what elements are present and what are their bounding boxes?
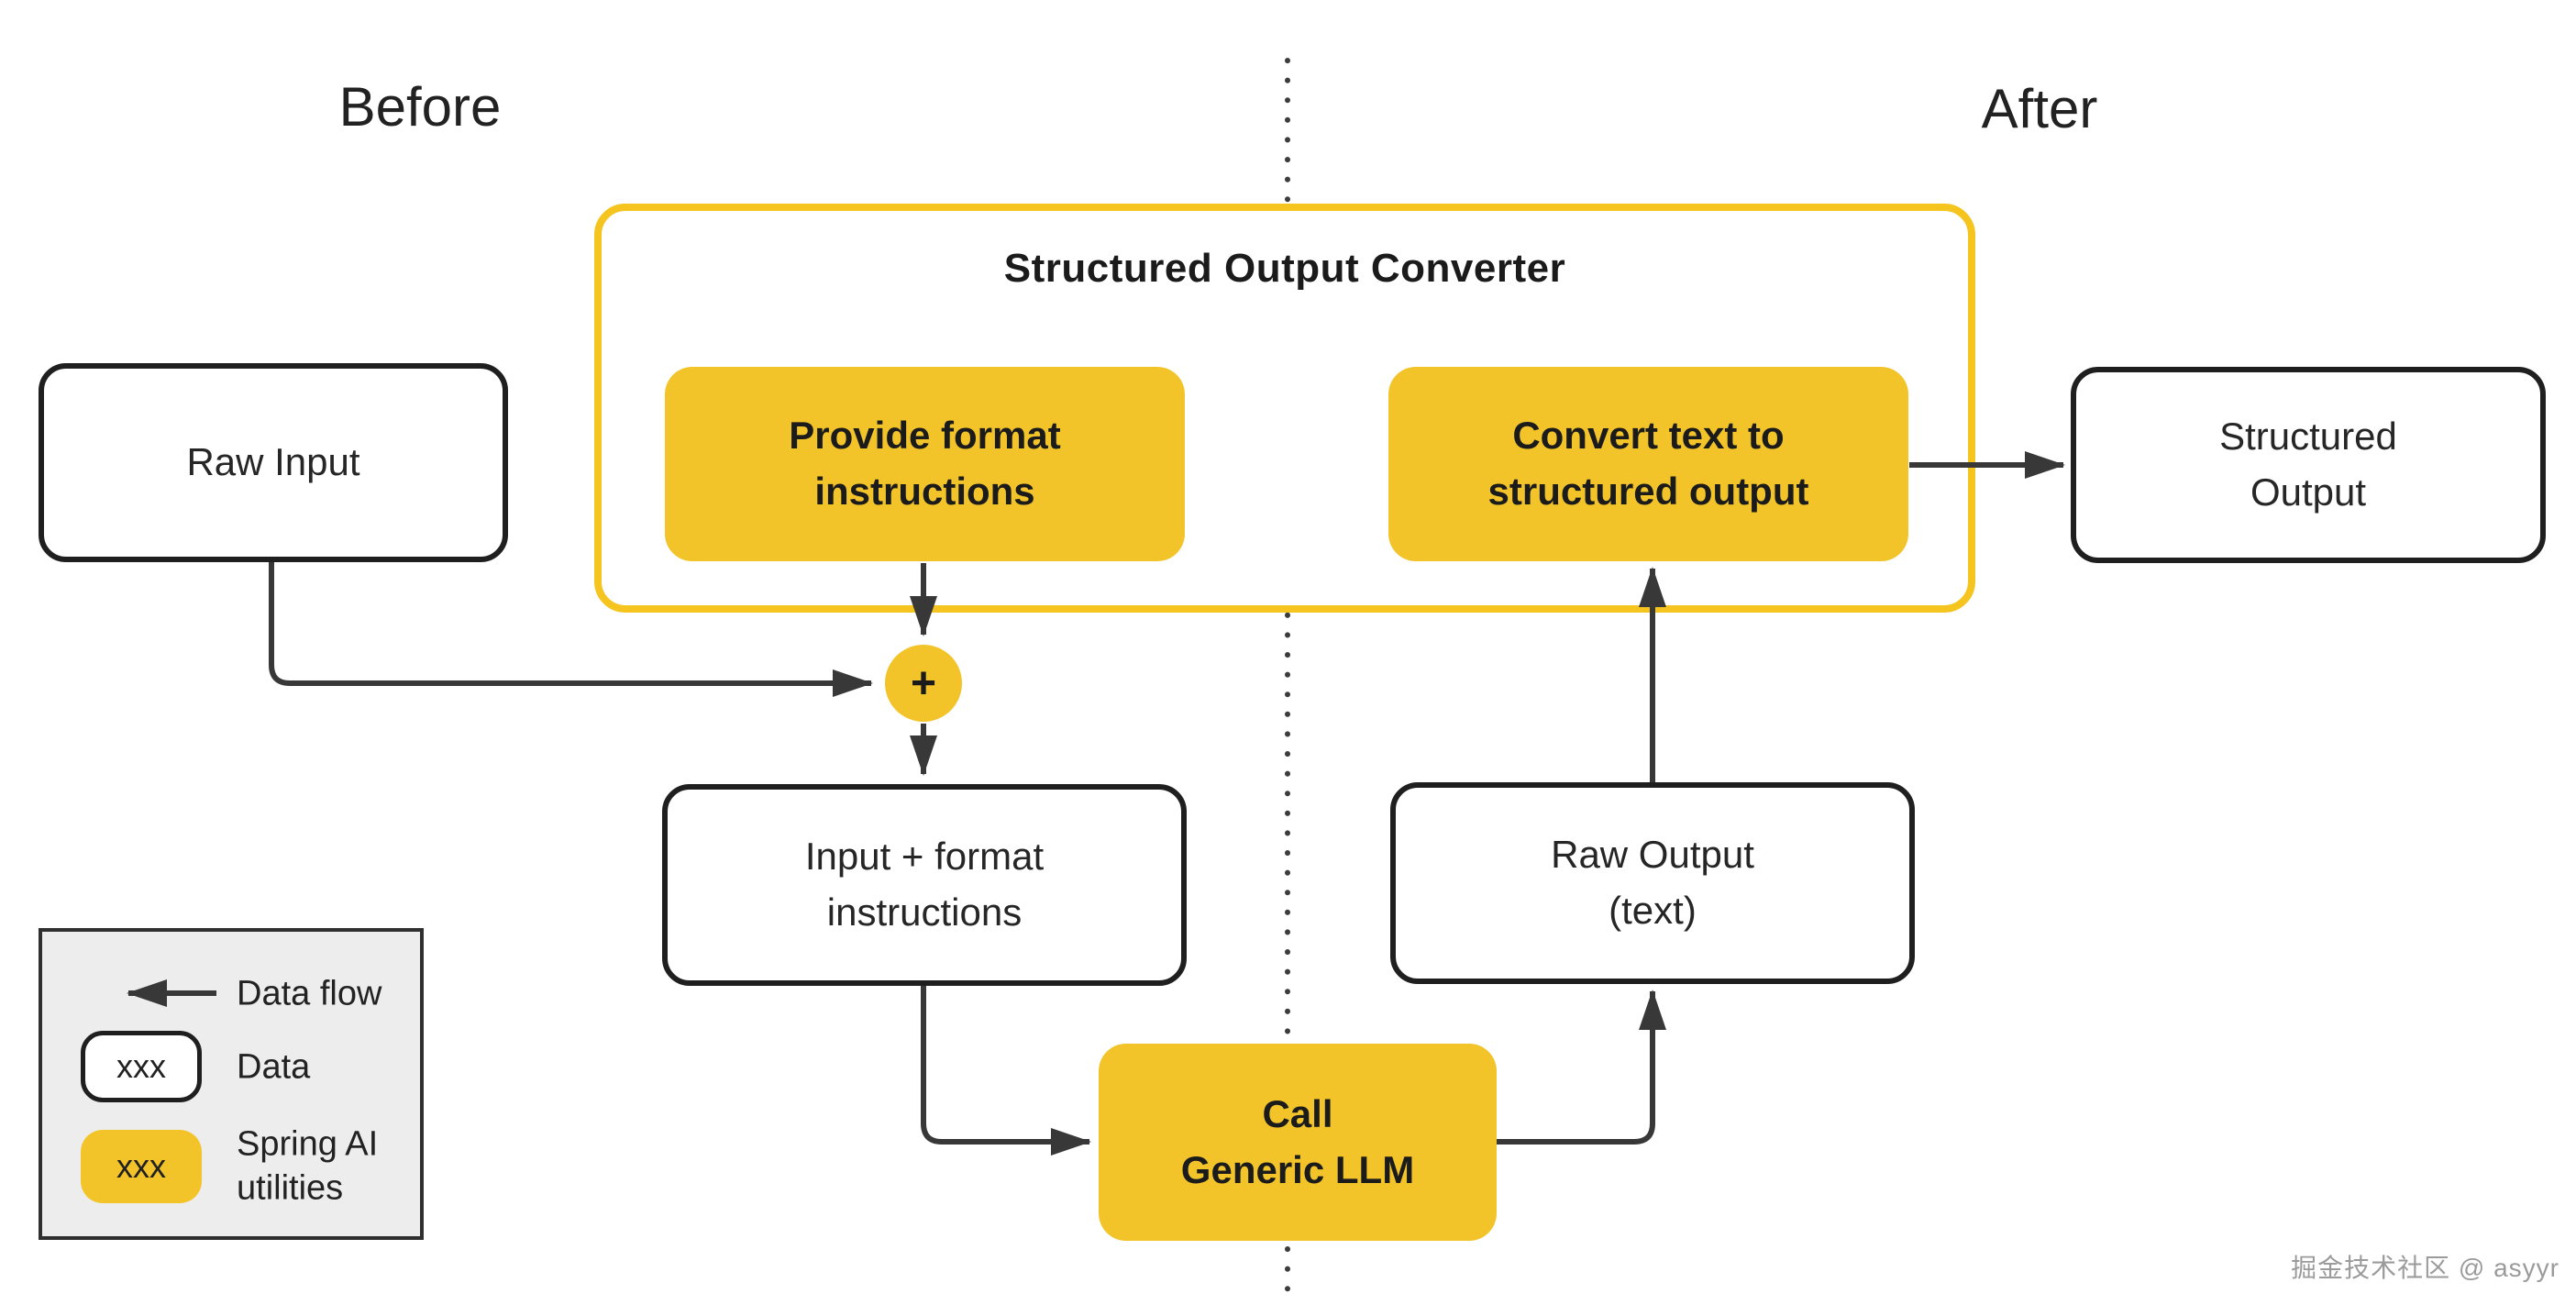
after-label: After bbox=[1981, 78, 2098, 139]
provide-format-instructions-node: Provide format instructions bbox=[665, 367, 1185, 561]
raw-output-node: Raw Output (text) bbox=[1390, 782, 1915, 984]
raw-output-label: Raw Output (text) bbox=[1551, 833, 1754, 932]
call-generic-llm-label: Call Generic LLM bbox=[1180, 1091, 1415, 1191]
plus-junction-label: + bbox=[910, 658, 937, 708]
legend-data-swatch: xxx bbox=[81, 1031, 202, 1102]
arrow-call-llm-to-raw-output bbox=[1497, 990, 1666, 1145]
watermark-text: 掘金技术社区 @ asyyr bbox=[2291, 1254, 2559, 1282]
before-label: Before bbox=[338, 76, 502, 138]
call-generic-llm-node: Call Generic LLM bbox=[1099, 1044, 1497, 1241]
structured-output-node: Structured Output bbox=[2071, 367, 2546, 563]
legend-spring-ai-label: Spring AI utilities bbox=[237, 1124, 379, 1208]
legend-data-flow-label: Data flow bbox=[237, 974, 382, 1013]
raw-input-label: Raw Input bbox=[186, 440, 360, 484]
plus-junction: + bbox=[885, 645, 962, 722]
converter-title: Structured Output Converter bbox=[1003, 246, 1566, 291]
arrow-input-format-to-call-llm bbox=[921, 986, 1091, 1156]
convert-text-node: Convert text to structured output bbox=[1388, 367, 1908, 561]
legend-data-label: Data bbox=[237, 1047, 311, 1087]
input-format-instructions-node: Input + format instructions bbox=[662, 784, 1187, 986]
legend-data-swatch-label: xxx bbox=[116, 1047, 166, 1085]
convert-text-label: Convert text to structured output bbox=[1487, 414, 1809, 513]
raw-input-node: Raw Input bbox=[39, 363, 508, 562]
structured-output-label: Structured Output bbox=[2219, 415, 2397, 514]
legend-spring-swatch-label: xxx bbox=[116, 1147, 166, 1185]
provide-format-instructions-label: Provide format instructions bbox=[789, 414, 1061, 513]
input-format-instructions-label: Input + format instructions bbox=[804, 835, 1045, 934]
legend-spring-swatch: xxx bbox=[81, 1130, 202, 1203]
